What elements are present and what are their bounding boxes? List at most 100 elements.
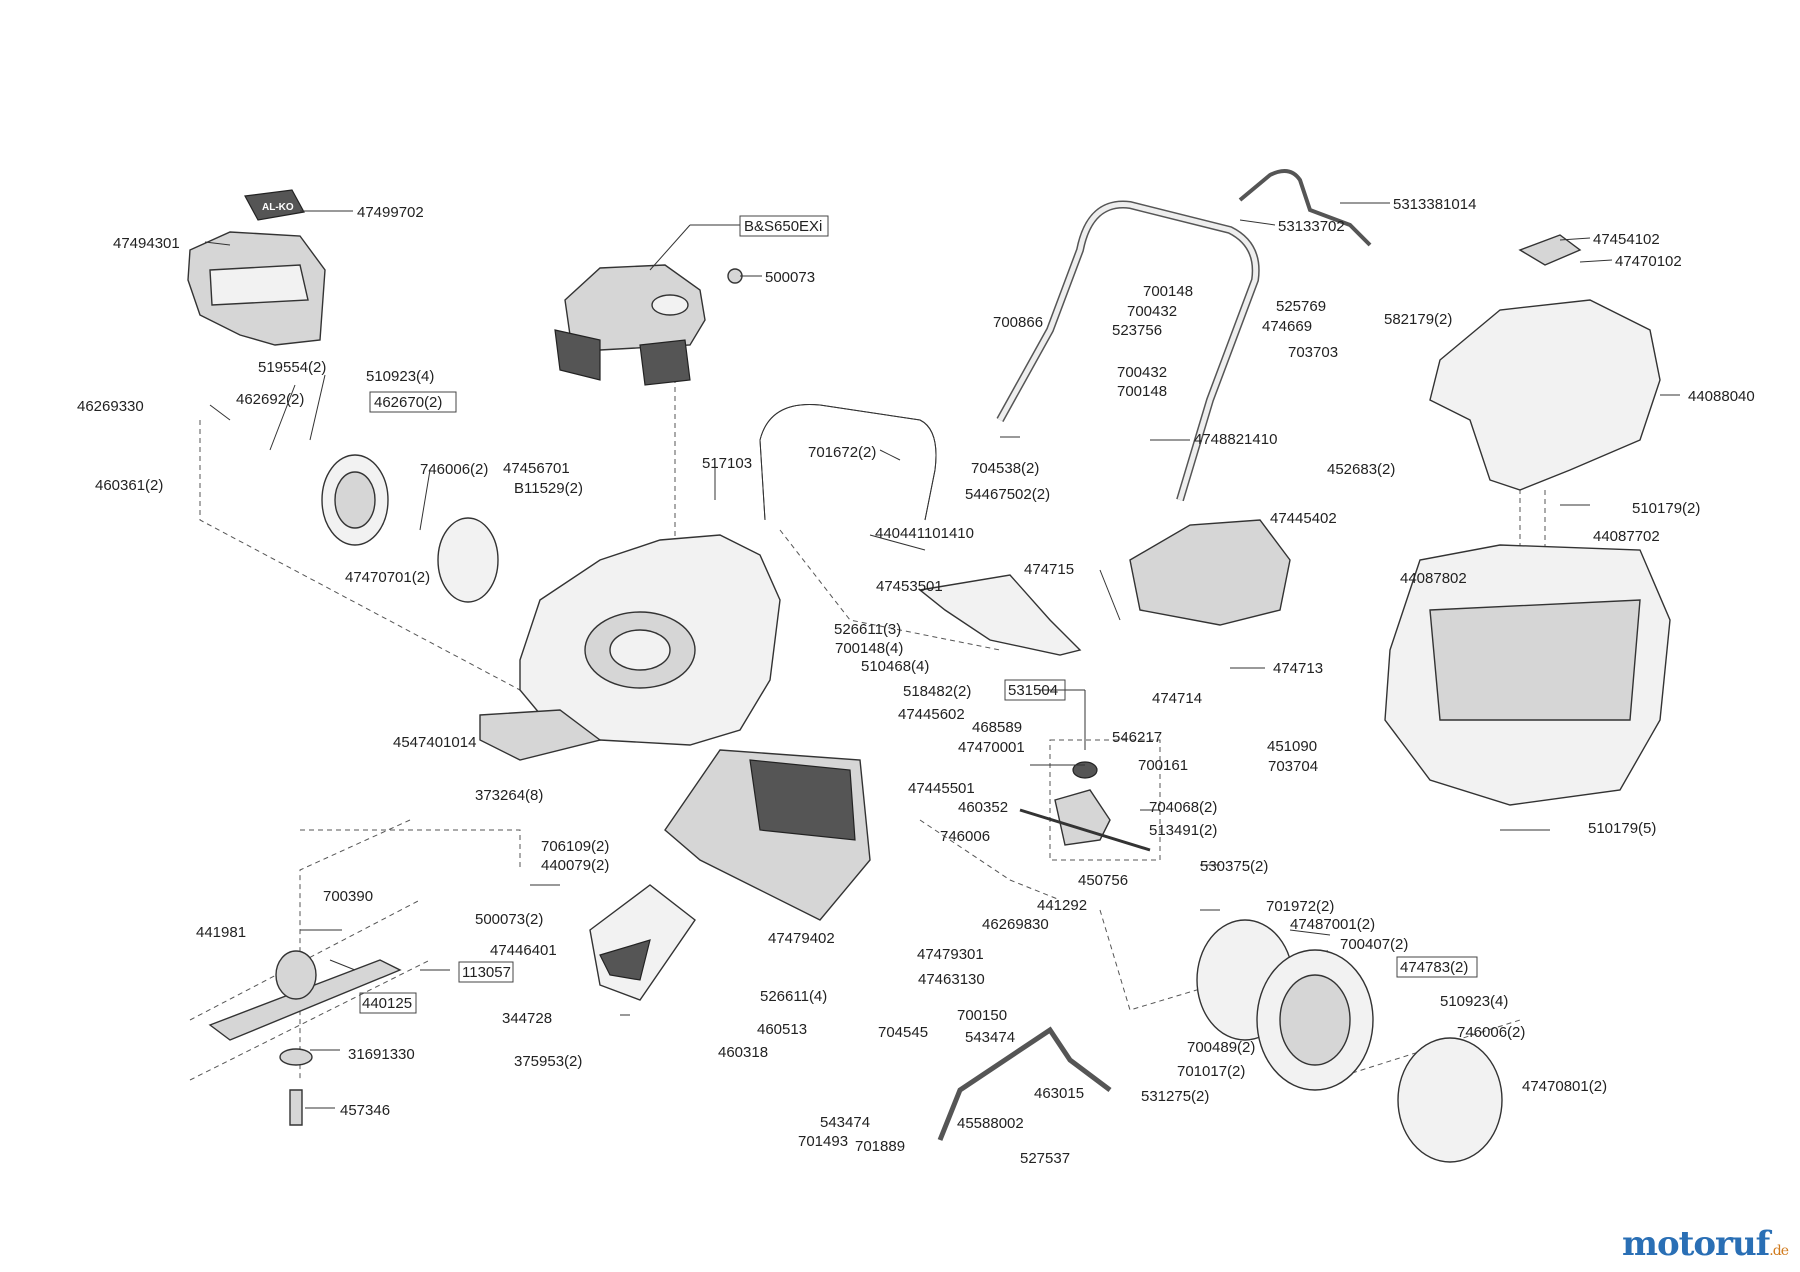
part-label: 523756 xyxy=(1112,322,1162,339)
part-label: 518482(2) xyxy=(903,683,971,700)
part-label: 543474 xyxy=(965,1029,1015,1046)
height-lever-part xyxy=(937,1026,1112,1141)
part-label: 510923(4) xyxy=(1440,993,1508,1010)
lower-handle-part xyxy=(759,403,937,521)
part-label: 46269830 xyxy=(982,916,1049,933)
part-label: 462670(2) xyxy=(374,394,442,411)
part-label: 700407(2) xyxy=(1340,936,1408,953)
part-label: 700489(2) xyxy=(1187,1039,1255,1056)
part-label: 700390 xyxy=(323,888,373,905)
part-label: 47446401 xyxy=(490,942,557,959)
watermark-suffix: .de xyxy=(1769,1243,1789,1259)
front-wheel-part xyxy=(321,454,499,603)
part-label: 701017(2) xyxy=(1177,1063,1245,1080)
part-label: 700866 xyxy=(993,314,1043,331)
part-label: 4547401014 xyxy=(393,734,476,751)
part-label: 531275(2) xyxy=(1141,1088,1209,1105)
part-label: 373264(8) xyxy=(475,787,543,804)
part-label: 510468(4) xyxy=(861,658,929,675)
part-label: 460513 xyxy=(757,1021,807,1038)
grassbox-part xyxy=(1384,544,1671,806)
part-label: 700150 xyxy=(957,1007,1007,1024)
part-label: 460361(2) xyxy=(95,477,163,494)
part-label: 474713 xyxy=(1273,660,1323,677)
part-label: 47463130 xyxy=(918,971,985,988)
part-label: B11529(2) xyxy=(514,480,583,497)
part-label: 53133702 xyxy=(1278,218,1345,235)
grassbox-lid-part xyxy=(1429,234,1661,491)
top-cover-part xyxy=(187,231,326,346)
part-label: 546217 xyxy=(1112,729,1162,746)
part-label: 47470102 xyxy=(1615,253,1682,270)
part-label: 47470701(2) xyxy=(345,569,430,586)
part-label: 47470801(2) xyxy=(1522,1078,1607,1095)
part-label: 526611(4) xyxy=(760,988,827,1005)
part-label: 44088040 xyxy=(1688,388,1755,405)
part-label: 450756 xyxy=(1078,872,1128,889)
part-label: 517103 xyxy=(702,455,752,472)
rear-flap-part xyxy=(664,749,871,921)
part-label: 440079(2) xyxy=(541,857,609,874)
part-label: 700161 xyxy=(1138,757,1188,774)
part-label: 47456701 xyxy=(503,460,570,477)
part-label: 474783(2) xyxy=(1400,959,1468,976)
part-label: 344728 xyxy=(502,1010,552,1027)
part-label: 513491(2) xyxy=(1149,822,1217,839)
rear-wheel-part xyxy=(1196,919,1503,1163)
part-label: 440441101410 xyxy=(875,525,974,542)
part-label: 543474 xyxy=(820,1114,870,1131)
part-label: 510923(4) xyxy=(366,368,434,385)
part-label: 452683(2) xyxy=(1327,461,1395,478)
part-label: 5313381014 xyxy=(1393,196,1476,213)
part-label: 47470001 xyxy=(958,739,1025,756)
part-label: 704068(2) xyxy=(1149,799,1217,816)
part-label: 519554(2) xyxy=(258,359,326,376)
upper-handle-part xyxy=(996,169,1372,502)
part-label: 46269330 xyxy=(77,398,144,415)
part-label: 463015 xyxy=(1034,1085,1084,1102)
part-label: 460352 xyxy=(958,799,1008,816)
part-label: 510179(5) xyxy=(1588,820,1656,837)
part-label: 47494301 xyxy=(113,235,180,252)
part-label: 441981 xyxy=(196,924,246,941)
part-label: 44087802 xyxy=(1400,570,1467,587)
gearbox-part xyxy=(1019,761,1151,852)
part-label: 45588002 xyxy=(957,1115,1024,1132)
blade-part xyxy=(208,950,402,1126)
rear-guard-part xyxy=(589,884,696,1001)
part-label: 47499702 xyxy=(357,204,424,221)
part-label: 500073 xyxy=(765,269,815,286)
leader-lines xyxy=(204,202,1680,1109)
part-label: 703704 xyxy=(1268,758,1318,775)
part-label: 530375(2) xyxy=(1200,858,1268,875)
engine-part xyxy=(554,264,743,386)
part-label: 700148 xyxy=(1117,383,1167,400)
part-label: 54467502(2) xyxy=(965,486,1050,503)
part-label: 526611(3) xyxy=(834,621,901,638)
part-label: 700148(4) xyxy=(835,640,903,657)
part-label: 510179(2) xyxy=(1632,500,1700,517)
mulch-insert-part xyxy=(918,574,1082,656)
part-label: 704538(2) xyxy=(971,460,1039,477)
part-label: 746006 xyxy=(940,828,990,845)
part-label: 460318 xyxy=(718,1044,768,1061)
part-label: 47445501 xyxy=(908,780,975,797)
part-label: 531504 xyxy=(1008,682,1058,699)
boxed-label-frames xyxy=(359,215,1478,1014)
part-label: B&S650EXi xyxy=(744,218,822,235)
part-label: 500073(2) xyxy=(475,911,543,928)
part-label: 474715 xyxy=(1024,561,1074,578)
part-label: 706109(2) xyxy=(541,838,609,855)
part-label: 451090 xyxy=(1267,738,1317,755)
part-label: 47445602 xyxy=(898,706,965,723)
brand-plate-text: AL-KO xyxy=(262,202,294,213)
part-label: 47487001(2) xyxy=(1290,916,1375,933)
part-label: 701972(2) xyxy=(1266,898,1334,915)
mower-deck-part xyxy=(479,534,781,761)
part-label: 4748821410 xyxy=(1194,431,1277,448)
part-label: 47453501 xyxy=(876,578,943,595)
part-label: 527537 xyxy=(1020,1150,1070,1167)
part-label: 701889 xyxy=(855,1138,905,1155)
part-label: 701672(2) xyxy=(808,444,876,461)
